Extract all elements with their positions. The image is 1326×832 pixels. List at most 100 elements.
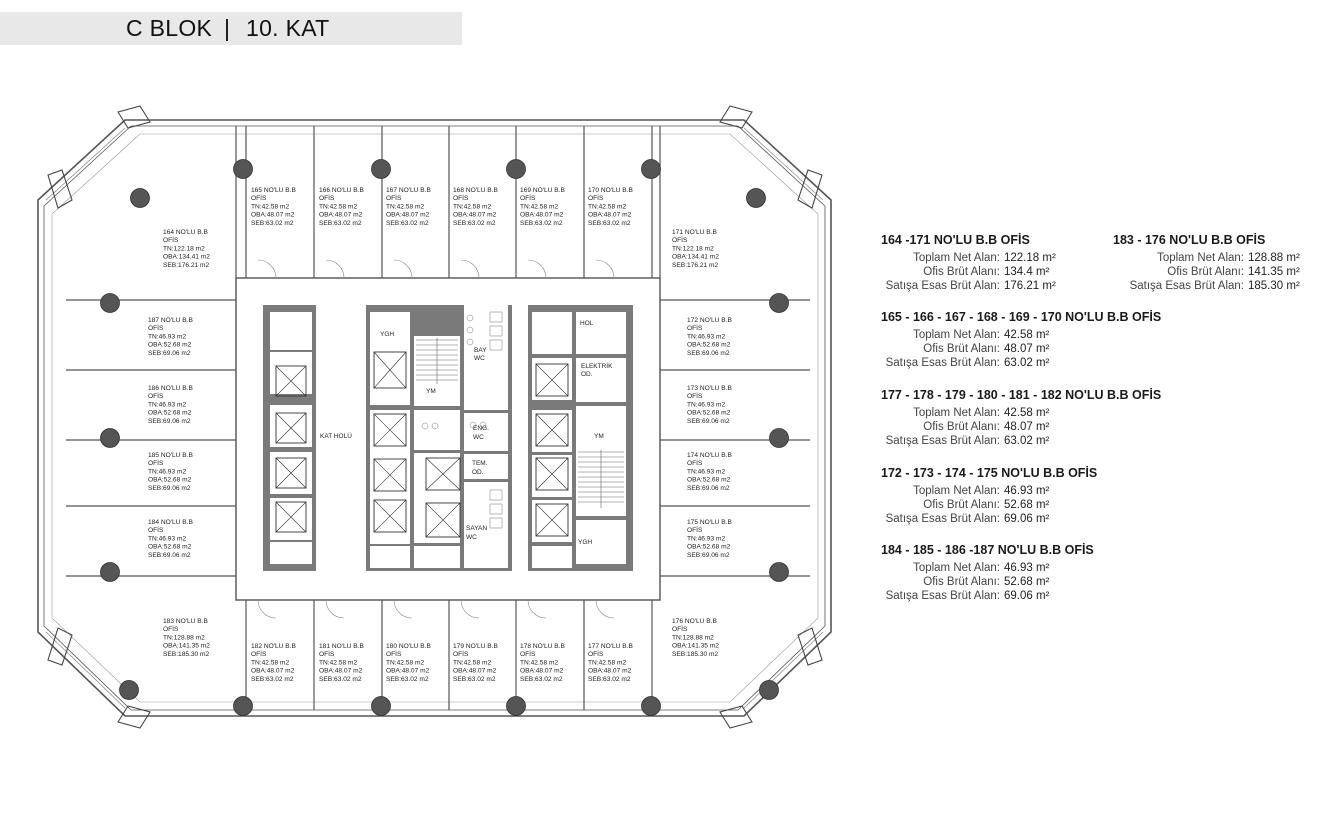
office-sale-area: SEB:63.02 m2 xyxy=(520,220,563,227)
office-number: 174 NO'LU B.B xyxy=(687,452,732,459)
legend-label: Ofis Brüt Alanı: xyxy=(1167,266,1244,278)
office-sale-area: SEB:63.02 m2 xyxy=(319,220,362,227)
legend-value: 42.58 m² xyxy=(1004,407,1050,419)
legend-row: Satışa Esas Brüt Alan:69.06 m² xyxy=(881,589,1094,603)
legend-row: Satışa Esas Brüt Alan:63.02 m² xyxy=(881,356,1161,370)
office-sale-area: SEB:63.02 m2 xyxy=(588,676,631,683)
office-number: 179 NO'LU B.B xyxy=(453,643,498,650)
office-net-area: TN:42.58 m2 xyxy=(520,203,558,210)
office-number: 175 NO'LU B.B xyxy=(687,519,732,526)
shaft-mid xyxy=(414,410,460,450)
office-number: 184 NO'LU B.B xyxy=(148,519,193,526)
office-gross-area: OBA:48.07 m2 xyxy=(588,212,632,219)
service-corridor xyxy=(512,305,528,571)
legend-row: Toplam Net Alan:46.93 m² xyxy=(881,484,1097,498)
office-net-area: TN:42.58 m2 xyxy=(588,659,626,666)
wc-stall xyxy=(489,311,503,323)
legend-value: 46.93 m² xyxy=(1004,485,1050,497)
office-net-area: TN:122.18 m2 xyxy=(163,245,205,252)
shaft-small xyxy=(532,546,572,568)
wc-stall xyxy=(489,325,503,337)
office-net-area: TN:46.93 m2 xyxy=(148,535,186,542)
structural-column xyxy=(233,159,253,179)
legend-value: 185.30 m² xyxy=(1248,280,1300,292)
legend-value: 122.18 m² xyxy=(1004,252,1056,264)
office-type: OFİS xyxy=(453,193,469,202)
legend-value: 63.02 m² xyxy=(1004,357,1050,369)
door-swing xyxy=(595,599,615,619)
legend-group-title: 183 - 176 NO'LU B.B OFİS xyxy=(1113,233,1266,247)
elevator-x xyxy=(535,363,569,397)
elevator-car xyxy=(275,457,307,489)
elevator-x xyxy=(373,499,407,533)
door-swing xyxy=(325,599,345,619)
legend-value: 46.93 m² xyxy=(1004,562,1050,574)
elevator-car xyxy=(275,412,307,444)
legend-label: Ofis Brüt Alanı: xyxy=(923,576,1000,588)
door-swing xyxy=(393,599,413,619)
floor-plan: KAT HOLÜYGHYMBAYWCENG.WCTEM.OD.SAYANWCHO… xyxy=(37,105,832,729)
legend-label: Satışa Esas Brüt Alan: xyxy=(885,590,1000,602)
label-sayan-wc: WC xyxy=(466,534,477,541)
door-swing xyxy=(595,259,615,279)
legend-group-title: 164 -171 NO'LU B.B OFİS xyxy=(881,233,1030,247)
ygh-lobby-right xyxy=(576,520,626,564)
office-number: 169 NO'LU B.B xyxy=(520,187,565,194)
office-sale-area: SEB:176.21 m2 xyxy=(672,262,719,269)
elevator-x xyxy=(275,412,307,444)
office-sale-area: SEB:63.02 m2 xyxy=(386,676,429,683)
office-net-area: TN:122.18 m2 xyxy=(672,245,714,252)
legend-row: Satışa Esas Brüt Alan:63.02 m² xyxy=(881,434,1161,448)
structural-column xyxy=(100,562,120,582)
office-gross-area: OBA:48.07 m2 xyxy=(588,668,632,675)
tem-od xyxy=(464,454,508,479)
office-gross-area: OBA:134.41 m2 xyxy=(163,254,210,261)
elevator-car xyxy=(535,457,569,491)
structural-column xyxy=(371,159,391,179)
floor-title: 10. KAT xyxy=(246,15,330,41)
door-swing xyxy=(257,599,277,619)
office-gross-area: OBA:48.07 m2 xyxy=(520,668,564,675)
legend-group: 177 - 178 - 179 - 180 - 181 - 182 NO'LU … xyxy=(881,388,1161,448)
facade-hatch-line xyxy=(45,631,126,709)
office-sale-area: SEB:63.02 m2 xyxy=(251,676,294,683)
office-gross-area: OBA:48.07 m2 xyxy=(386,668,430,675)
elevator-car xyxy=(275,501,307,533)
sink xyxy=(469,421,477,429)
office-number: 172 NO'LU B.B xyxy=(687,317,732,324)
legend-row: Toplam Net Alan:122.18 m² xyxy=(881,251,1056,265)
legend-row: Satışa Esas Brüt Alan:185.30 m² xyxy=(1113,279,1300,293)
office-sale-area: SEB:176.21 m2 xyxy=(163,262,210,269)
office-number: 177 NO'LU B.B xyxy=(588,643,633,650)
office-sale-area: SEB:69.06 m2 xyxy=(148,552,191,559)
wc-stall xyxy=(489,503,503,515)
legend-group-title: 184 - 185 - 186 -187 NO'LU B.B OFİS xyxy=(881,543,1094,557)
office-type: OFİS xyxy=(672,235,688,244)
office-sale-area: SEB:63.02 m2 xyxy=(319,676,362,683)
office-gross-area: OBA:52.68 m2 xyxy=(687,342,731,349)
office-gross-area: OBA:48.07 m2 xyxy=(520,212,564,219)
wc-stall xyxy=(489,517,503,529)
office-type: OFİS xyxy=(148,458,164,467)
curtain-wall-line xyxy=(51,133,819,703)
office-sale-area: SEB:185.30 m2 xyxy=(672,651,719,658)
office-sale-area: SEB:63.02 m2 xyxy=(588,220,631,227)
ygh-lobby xyxy=(370,312,410,405)
office-type: OFİS xyxy=(687,525,703,534)
building-outline xyxy=(37,119,832,717)
legend-label: Toplam Net Alan: xyxy=(913,562,1000,574)
shaft-bottom-left xyxy=(270,542,312,564)
shaft-small xyxy=(414,546,460,568)
office-sale-area: SEB:69.06 m2 xyxy=(687,418,730,425)
